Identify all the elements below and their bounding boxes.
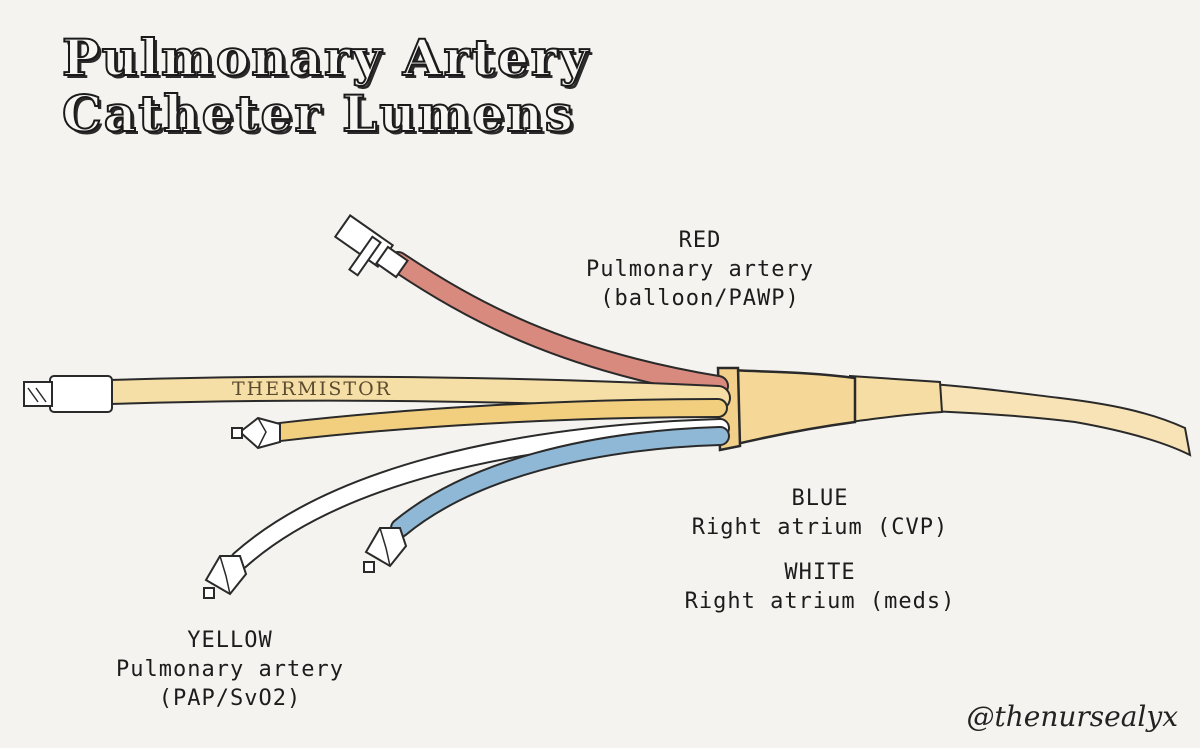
red-color-name: RED <box>678 228 722 253</box>
yellow-lumen-connector <box>231 416 281 450</box>
blue-lumen-label: BLUE Right atrium (CVP) <box>610 484 1030 542</box>
red-lumen-fill <box>389 253 727 395</box>
red-lumen-connector <box>333 214 409 279</box>
white-lumen-label: WHITE Right atrium (meds) <box>610 558 1030 616</box>
blue-lumen-connector <box>363 527 408 573</box>
yellow-lumen-label: YELLOW Pulmonary artery (PAP/SvO2) <box>40 626 420 713</box>
author-watermark: @thenursealyx <box>966 700 1178 733</box>
red-lumen-label: RED Pulmonary artery (balloon/PAWP) <box>520 226 880 313</box>
thermistor-label: THERMISTOR <box>232 378 392 400</box>
white-lumen-connector <box>203 555 248 599</box>
blue-color-name: BLUE <box>791 486 849 511</box>
blue-lumen-fill <box>392 428 728 536</box>
white-color-name: WHITE <box>784 560 856 585</box>
catheter-hub <box>726 368 857 448</box>
yellow-use: (PAP/SvO2) <box>158 686 302 711</box>
thermistor-connector <box>23 375 113 413</box>
title-line-2: Catheter Lumens <box>61 84 575 143</box>
catheter-shaft <box>898 380 1192 457</box>
catheter-taper <box>849 374 944 424</box>
thermistor-lumen-fill <box>99 377 729 409</box>
yellow-lumen-fill <box>272 400 726 440</box>
white-location: Right atrium (meds) <box>684 589 956 614</box>
blue-location: Right atrium (CVP) <box>691 515 949 540</box>
red-location: Pulmonary artery <box>586 257 814 282</box>
yellow-color-name: YELLOW <box>187 628 273 653</box>
yellow-location: Pulmonary artery <box>116 657 344 682</box>
red-use: (balloon/PAWP) <box>600 286 800 311</box>
diagram-title: Pulmonary Artery Catheter Lumens <box>61 28 591 143</box>
title-line-1: Pulmonary Artery <box>61 28 591 87</box>
